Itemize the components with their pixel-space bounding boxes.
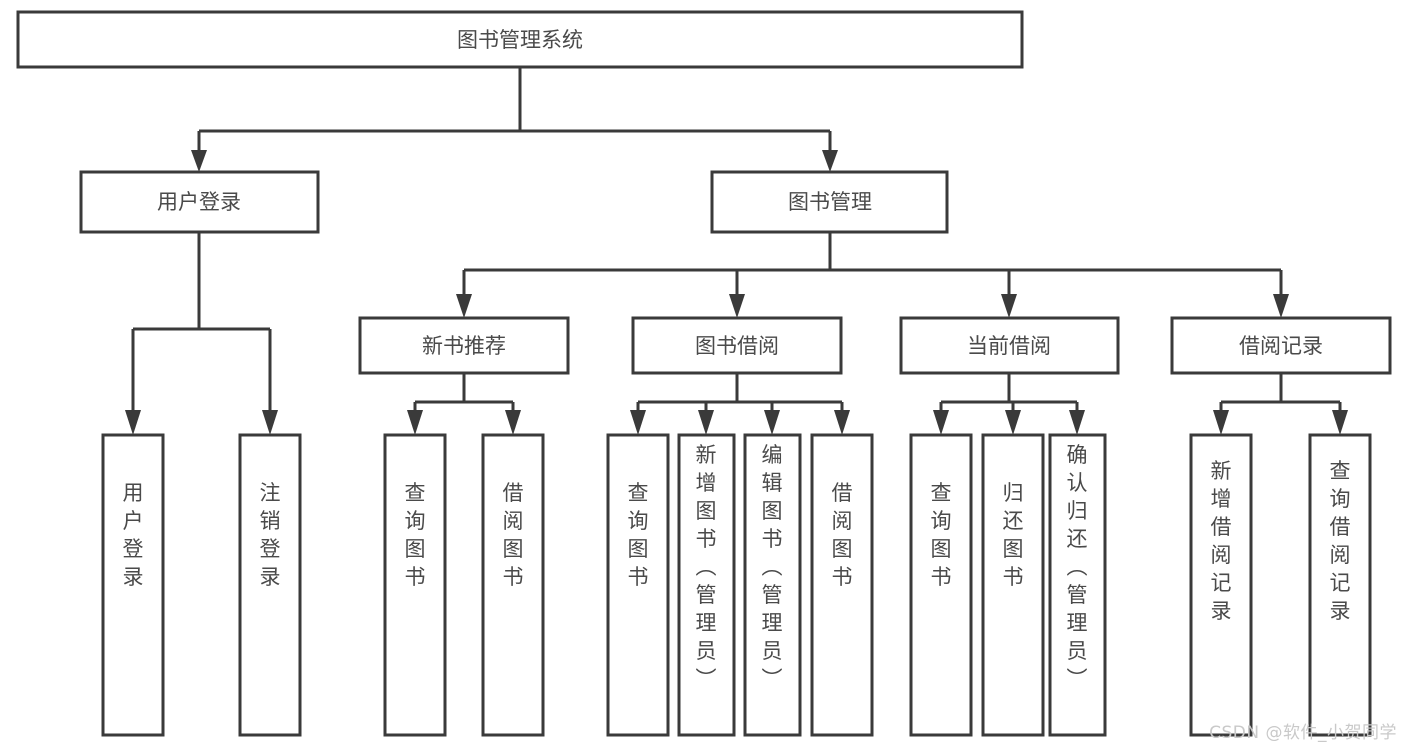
node-leaf-add-book[interactable]: 新增图书︵管理员︶ [677, 433, 736, 737]
connector-userlogin-to-leaves [125, 232, 278, 435]
arrow-head-icon [729, 294, 745, 318]
node-leaf-borrow-book-2[interactable]: 借阅图书 [810, 433, 874, 737]
node-leaf-user-login[interactable]: 用户登录 [101, 433, 165, 737]
root-box[interactable] [16, 10, 1024, 69]
leaf-user-login-label: 用户登录 [123, 481, 144, 589]
new-book-recommend-box[interactable] [358, 316, 570, 375]
node-leaf-query-book-2[interactable]: 查询图书 [606, 433, 670, 737]
arrow-head-icon [125, 410, 141, 435]
leaf-confirm-return-label: 确认归还︵管理员︶ [1067, 443, 1088, 691]
leaf-logout-label: 注销登录 [260, 481, 281, 589]
connector-bookborrow-to-leaves [630, 373, 850, 435]
leaf-borrow-book-1-box[interactable] [481, 433, 545, 737]
node-leaf-edit-book[interactable]: 编辑图书︵管理员︶ [743, 433, 802, 737]
node-book-manage[interactable]: 图书管理 [710, 170, 949, 234]
node-leaf-borrow-book-1[interactable]: 借阅图书 [481, 433, 545, 737]
leaf-borrow-book-2-label: 借阅图书 [832, 481, 853, 589]
leaf-query-record-box[interactable] [1308, 433, 1372, 737]
borrow-record-label: 借阅记录 [1239, 334, 1323, 358]
leaf-user-login-box[interactable] [101, 433, 165, 737]
connector-bookmanage-to-level3 [456, 232, 1289, 318]
arrow-head-icon [456, 294, 472, 318]
node-user-login[interactable]: 用户登录 [79, 170, 320, 234]
leaf-query-book-1-box[interactable] [383, 433, 447, 737]
connector-borrowrecord-to-leaves [1213, 373, 1348, 435]
book-manage-box[interactable] [710, 170, 949, 234]
node-root[interactable]: 图书管理系统 [16, 10, 1024, 69]
node-borrow-record[interactable]: 借阅记录 [1170, 316, 1392, 375]
node-leaf-query-record[interactable]: 查询借阅记录 [1308, 433, 1372, 737]
leaf-confirm-return-box[interactable] [1048, 433, 1107, 737]
arrow-head-icon [698, 410, 714, 435]
node-leaf-add-record[interactable]: 新增借阅记录 [1189, 433, 1253, 737]
leaf-query-book-2-box[interactable] [606, 433, 670, 737]
node-leaf-query-book-1[interactable]: 查询图书 [383, 433, 447, 737]
node-new-book-recommend[interactable]: 新书推荐 [358, 316, 570, 375]
arrow-head-icon [1332, 410, 1348, 435]
arrow-head-icon [407, 410, 423, 435]
book-borrow-box[interactable] [631, 316, 843, 375]
arrow-head-icon [764, 410, 780, 435]
leaf-query-book-1-label: 查询图书 [405, 481, 426, 589]
user-login-box[interactable] [79, 170, 320, 234]
node-leaf-confirm-return[interactable]: 确认归还︵管理员︶ [1048, 433, 1107, 737]
connector-newbook-to-leaves [407, 373, 521, 435]
leaf-borrow-book-1-label: 借阅图书 [503, 481, 524, 589]
arrow-head-icon [1005, 410, 1021, 435]
leaf-query-book-2-label: 查询图书 [628, 481, 649, 589]
book-manage-label: 图书管理 [788, 190, 872, 214]
leaf-edit-book-label: 编辑图书︵管理员︶ [762, 443, 783, 691]
user-login-label: 用户登录 [157, 190, 241, 214]
arrow-head-icon [822, 150, 838, 172]
leaf-return-book-box[interactable] [981, 433, 1045, 737]
node-leaf-return-book[interactable]: 归还图书 [981, 433, 1045, 737]
connector-root-to-level2 [191, 67, 838, 172]
arrow-head-icon [191, 150, 207, 172]
arrow-head-icon [834, 410, 850, 435]
arrow-head-icon [630, 410, 646, 435]
leaf-return-book-label: 归还图书 [1003, 481, 1024, 589]
node-leaf-logout[interactable]: 注销登录 [238, 433, 302, 737]
arrow-head-icon [505, 410, 521, 435]
arrow-head-icon [1213, 410, 1229, 435]
leaf-borrow-book-2-box[interactable] [810, 433, 874, 737]
node-book-borrow[interactable]: 图书借阅 [631, 316, 843, 375]
arrow-head-icon [262, 410, 278, 435]
node-current-borrow[interactable]: 当前借阅 [899, 316, 1120, 375]
arrow-head-icon [933, 410, 949, 435]
borrow-record-box[interactable] [1170, 316, 1392, 375]
new-book-recommend-label: 新书推荐 [422, 334, 506, 358]
arrow-head-icon [1273, 294, 1289, 318]
book-borrow-label: 图书借阅 [695, 334, 779, 358]
arrow-head-icon [1069, 410, 1085, 435]
current-borrow-box[interactable] [899, 316, 1120, 375]
root-label: 图书管理系统 [457, 28, 583, 52]
leaf-edit-book-box[interactable] [743, 433, 802, 737]
node-leaf-query-book-3[interactable]: 查询图书 [909, 433, 973, 737]
current-borrow-label: 当前借阅 [967, 334, 1051, 358]
leaf-query-record-label: 查询借阅记录 [1330, 459, 1351, 623]
leaf-query-book-3-label: 查询图书 [931, 481, 952, 589]
leaf-query-book-3-box[interactable] [909, 433, 973, 737]
connector-currentborrow-to-leaves [933, 373, 1085, 435]
arrow-head-icon [1001, 294, 1017, 318]
leaf-add-book-label: 新增图书︵管理员︶ [696, 443, 717, 691]
leaf-add-record-label: 新增借阅记录 [1211, 459, 1232, 623]
leaf-add-record-box[interactable] [1189, 433, 1253, 737]
leaf-add-book-box[interactable] [677, 433, 736, 737]
csdn-watermark: CSDN @软件_小贺同学 [1209, 723, 1397, 743]
leaf-logout-box[interactable] [238, 433, 302, 737]
